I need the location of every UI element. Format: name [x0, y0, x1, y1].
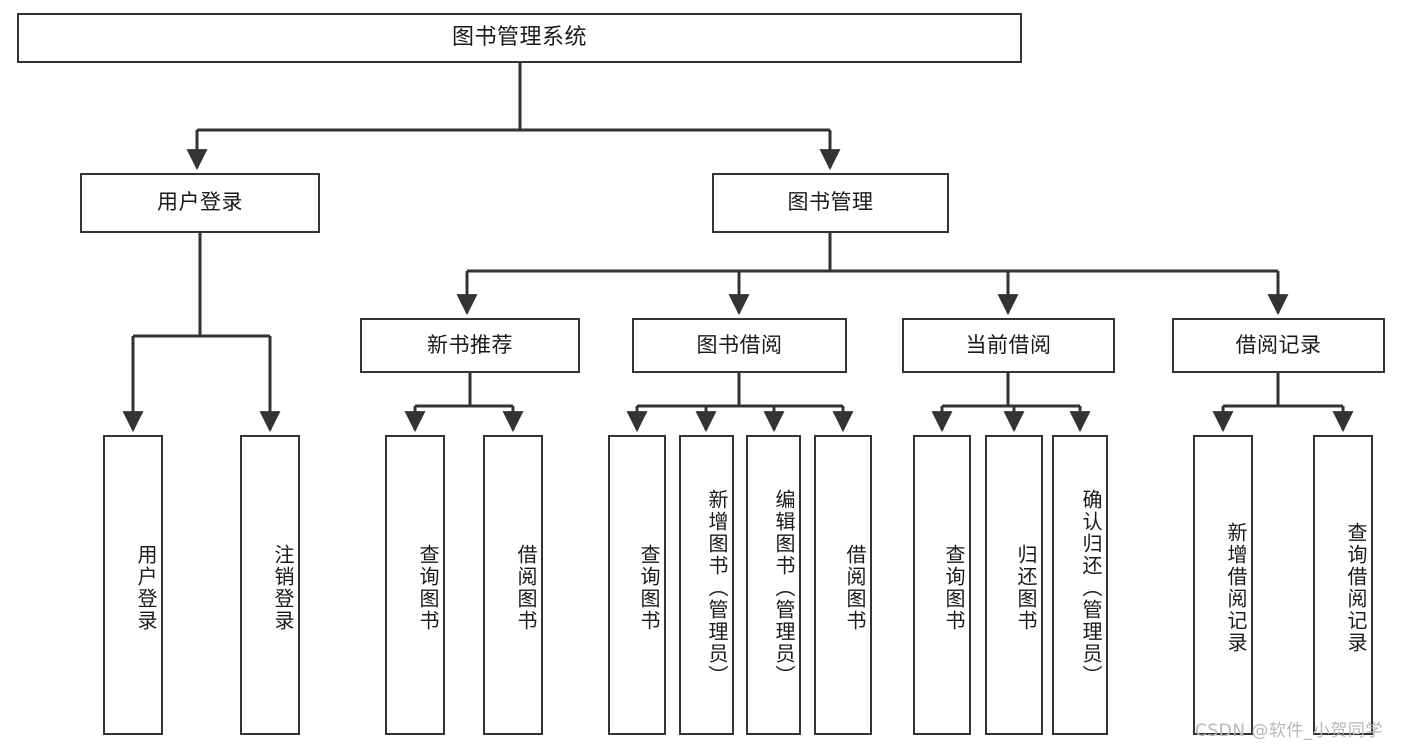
node-book-management[interactable]: 图书管理: [712, 173, 949, 233]
node-label: 借阅记录: [1235, 332, 1322, 357]
node-borrow-records[interactable]: 借阅记录: [1172, 318, 1385, 373]
leaf-user-login[interactable]: 用户登录: [103, 435, 163, 735]
leaf-confirm-return-admin[interactable]: 确认归还（管理员）: [1052, 435, 1108, 735]
leaf-return-book[interactable]: 归还图书: [985, 435, 1043, 735]
csdn-watermark: CSDN @软件_小贺同学: [1195, 721, 1383, 741]
node-user-login[interactable]: 用户登录: [80, 173, 320, 233]
node-label: 查询借阅记录: [1344, 522, 1368, 654]
node-label: 查询图书: [416, 544, 440, 632]
leaf-add-borrow-record[interactable]: 新增借阅记录: [1193, 435, 1253, 735]
node-label: 借阅图书: [514, 544, 538, 632]
leaf-borrow-books-new[interactable]: 借阅图书: [483, 435, 543, 735]
leaf-query-books-current[interactable]: 查询图书: [913, 435, 971, 735]
leaf-query-books-new[interactable]: 查询图书: [385, 435, 445, 735]
node-label: 借阅图书: [843, 544, 867, 632]
leaf-query-books-borrow[interactable]: 查询图书: [608, 435, 666, 735]
node-new-book-recommend[interactable]: 新书推荐: [360, 318, 580, 373]
node-label: 用户登录: [134, 544, 158, 632]
node-label: 新增借阅记录: [1224, 522, 1248, 654]
node-label: 查询图书: [637, 544, 661, 632]
leaf-edit-book-admin[interactable]: 编辑图书（管理员）: [746, 435, 801, 735]
leaf-add-book-admin[interactable]: 新增图书（管理员）: [679, 435, 734, 735]
node-current-borrow[interactable]: 当前借阅: [902, 318, 1115, 373]
leaf-borrow-book[interactable]: 借阅图书: [814, 435, 872, 735]
node-label: 归还图书: [1014, 544, 1038, 632]
node-label: 用户登录: [157, 190, 243, 215]
leaf-query-borrow-record[interactable]: 查询借阅记录: [1313, 435, 1373, 735]
node-book-borrow[interactable]: 图书借阅: [632, 318, 847, 373]
node-label: 编辑图书（管理员）: [772, 489, 796, 687]
node-label: 当前借阅: [965, 332, 1052, 357]
node-label: 图书借阅: [696, 332, 783, 357]
node-label: 确认归还（管理员）: [1079, 489, 1103, 687]
node-label: 新增图书（管理员）: [705, 489, 729, 687]
node-label: 图书管理系统: [451, 24, 587, 50]
leaf-logout[interactable]: 注销登录: [240, 435, 300, 735]
node-label: 图书管理: [787, 190, 874, 215]
node-label: 查询图书: [942, 544, 966, 632]
node-label: 新书推荐: [427, 332, 513, 357]
node-root-book-management-system[interactable]: 图书管理系统: [17, 13, 1022, 63]
node-label: 注销登录: [271, 544, 295, 632]
